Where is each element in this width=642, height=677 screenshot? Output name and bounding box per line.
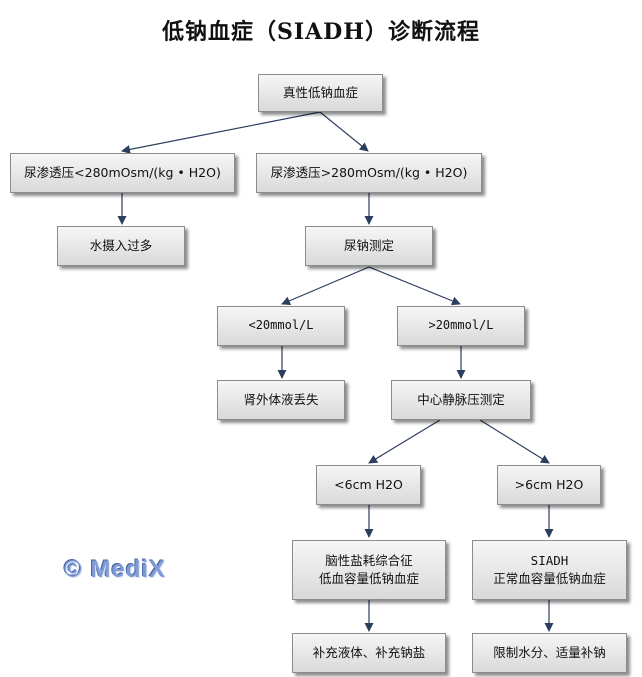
- node-sodium-low: <20mmol/L: [217, 306, 345, 346]
- node-label: 尿渗透压<280mOsm/(kg • H2O): [24, 164, 221, 180]
- arrow-root-to-high: [319, 111, 369, 152]
- node-label: 补充液体、补充钠盐: [312, 644, 426, 660]
- node-cvp-measurement: 中心静脉压测定: [391, 380, 531, 420]
- node-treatment-csw: 补充液体、补充钠盐: [292, 633, 446, 673]
- node-true-hyponatremia: 真性低钠血症: [258, 74, 383, 112]
- node-label-line1: 脑性盐耗综合征: [325, 552, 413, 568]
- node-cvp-low: <6cm H2O: [316, 465, 421, 505]
- node-sodium-high: >20mmol/L: [397, 306, 525, 346]
- arrow-urine-na-to-high: [368, 266, 461, 306]
- node-siadh: SIADH 正常血容量低钠血症: [472, 540, 627, 600]
- node-label-line2: 低血容量低钠血症: [318, 571, 419, 586]
- node-urine-osm-high: 尿渗透压>280mOsm/(kg • H2O): [256, 153, 482, 193]
- node-label: 水摄入过多: [89, 237, 153, 253]
- node-label: 肾外体液丢失: [243, 391, 319, 407]
- node-treatment-siadh: 限制水分、适量补钠: [472, 633, 627, 673]
- node-label: 限制水分、适量补钠: [493, 644, 606, 660]
- node-label: 中心静脉压测定: [417, 391, 505, 407]
- node-label: >20mmol/L: [428, 318, 494, 333]
- node-label-line1: SIADH: [530, 552, 569, 568]
- node-label: >6cm H2O: [514, 476, 584, 492]
- page-title: 低钠血症（SIADH）诊断流程: [161, 19, 481, 45]
- arrow-cvp-to-low: [368, 419, 441, 464]
- node-cerebral-salt-wasting: 脑性盐耗综合征 低血容量低钠血症: [292, 540, 446, 600]
- node-label: 真性低钠血症: [282, 84, 358, 100]
- node-extrarenal-fluid-loss: 肾外体液丢失: [217, 380, 345, 420]
- node-label: 尿渗透压>280mOsm/(kg • H2O): [270, 164, 468, 180]
- arrow-urine-na-to-low: [281, 266, 370, 306]
- node-label: <20mmol/L: [248, 318, 314, 333]
- node-urine-osm-low: 尿渗透压<280mOsm/(kg • H2O): [10, 153, 235, 193]
- node-label: <6cm H2O: [334, 476, 403, 492]
- medix-watermark: © MediX: [64, 556, 167, 583]
- node-urine-sodium-test: 尿钠测定: [305, 226, 433, 266]
- node-label-line2: 正常血容量低钠血症: [493, 571, 606, 586]
- node-label: 尿钠测定: [343, 237, 394, 253]
- node-excess-water-intake: 水摄入过多: [57, 226, 185, 266]
- arrow-cvp-to-high: [479, 419, 550, 464]
- node-cvp-high: >6cm H2O: [497, 465, 601, 505]
- arrow-root-to-low: [121, 111, 321, 154]
